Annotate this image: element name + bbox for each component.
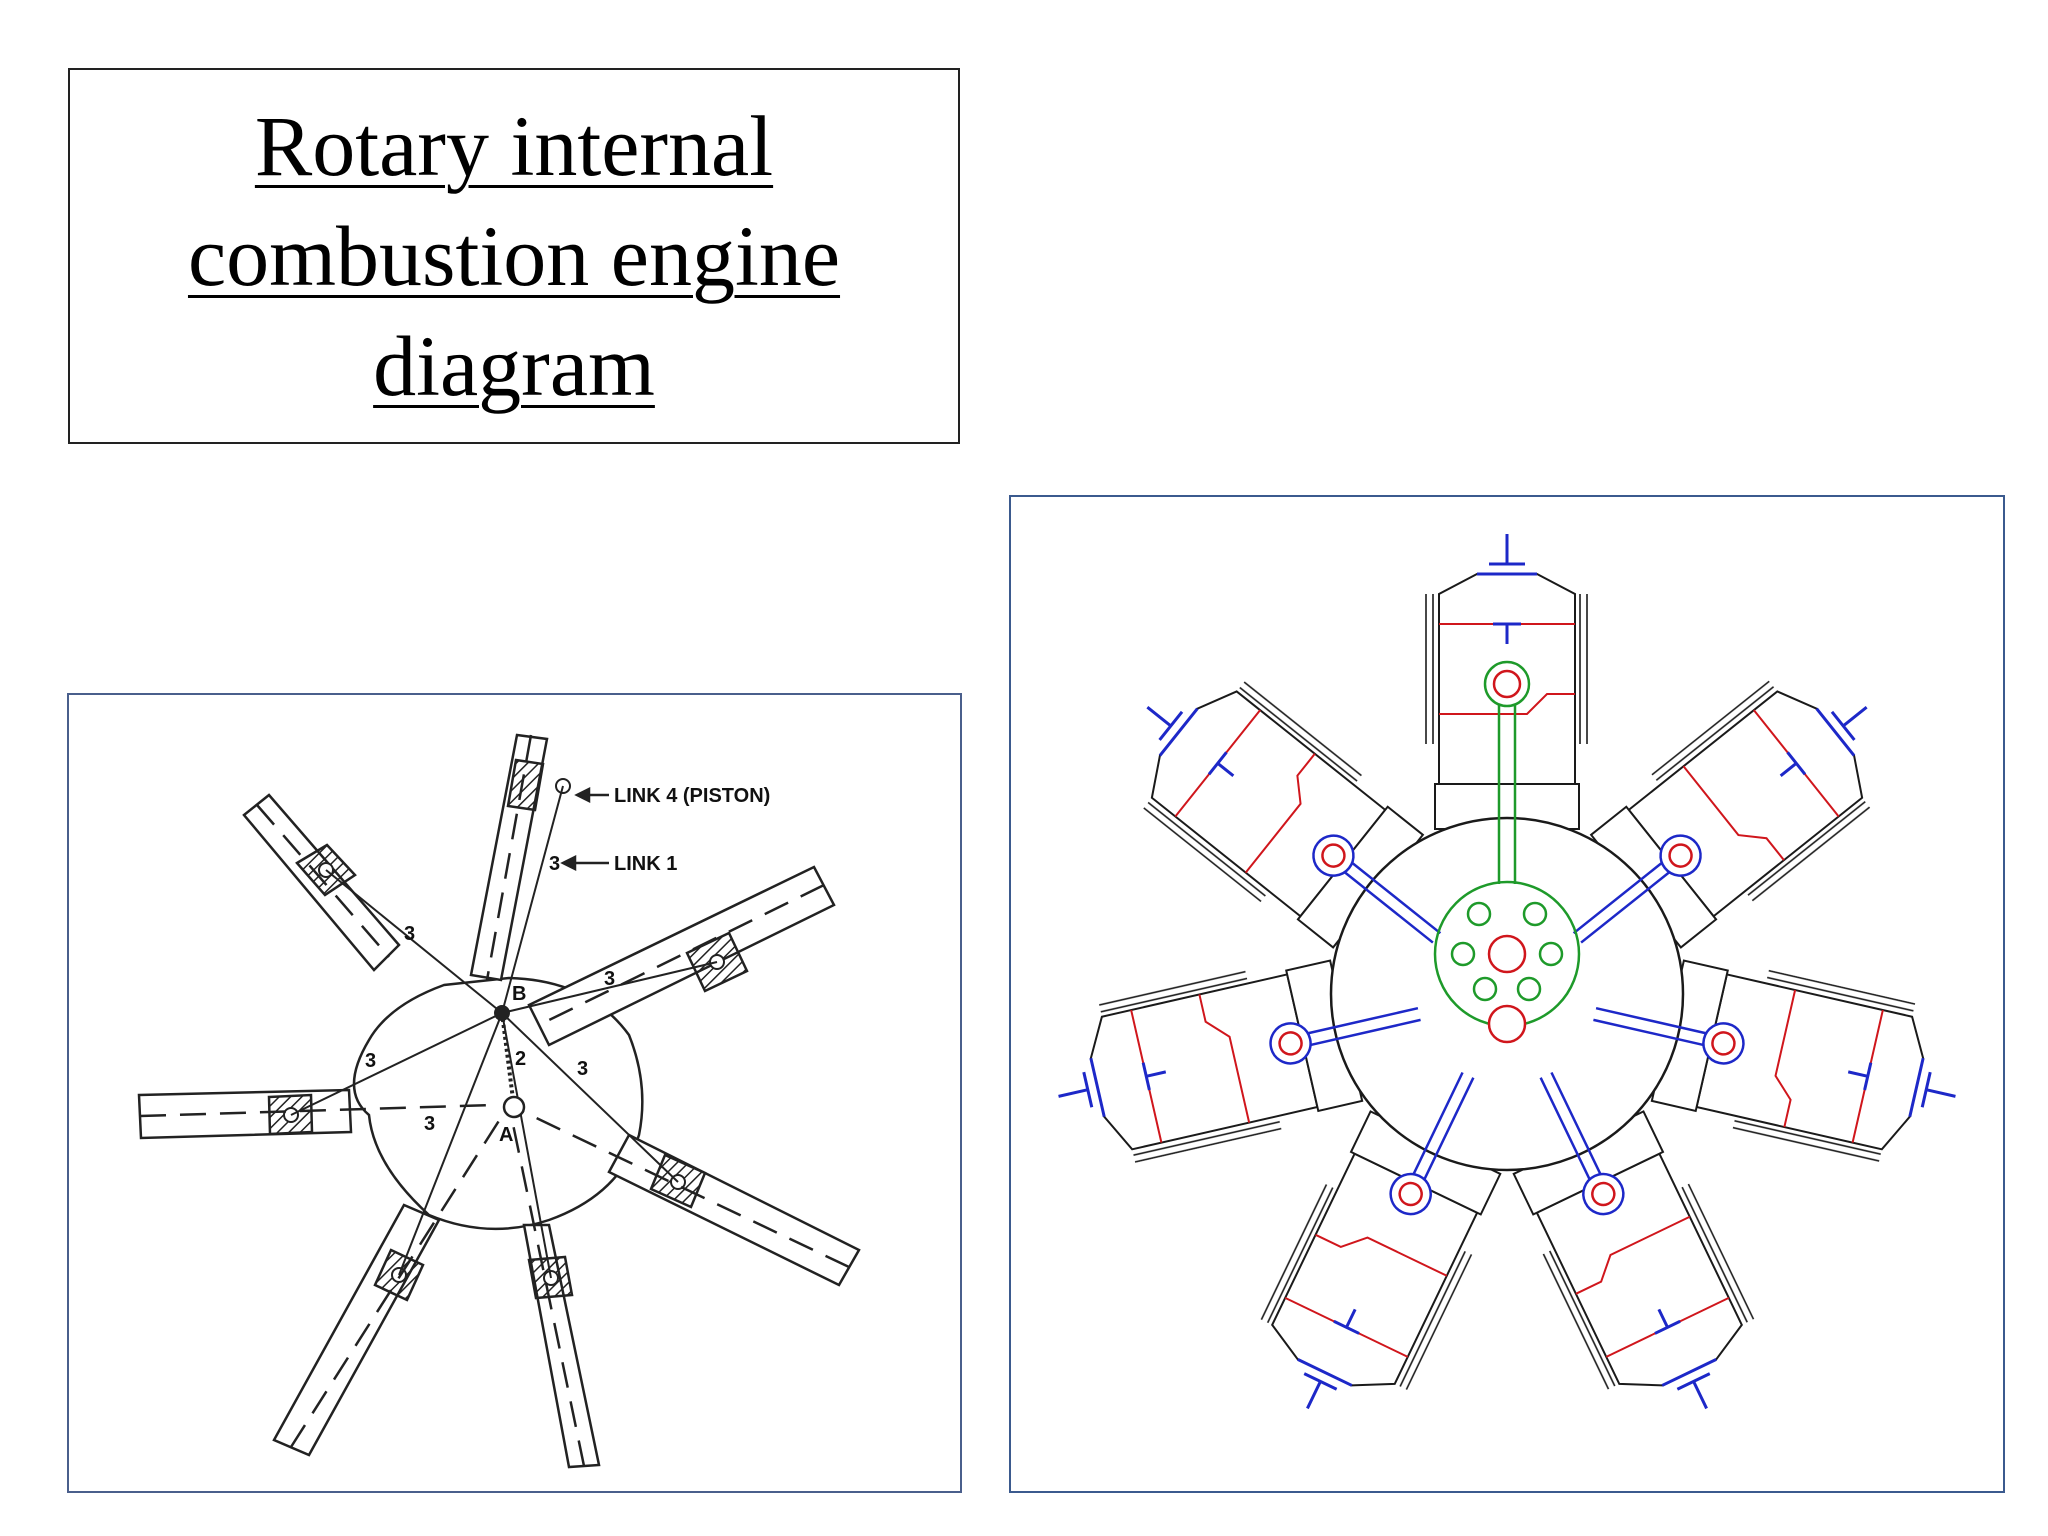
label-link3-c: 3: [604, 968, 615, 990]
label-link3-d: 3: [365, 1050, 376, 1072]
label-link3-b: 3: [404, 923, 415, 945]
connecting-rod: [1269, 1006, 1421, 1065]
title-line-2: combustion engine: [187, 208, 841, 304]
kinematic-diagram-panel: LINK 4 (PISTON) LINK 1 B A 2 3 3 3 3 3 3: [67, 693, 962, 1493]
title-box: Rotary internal combustion engine diagra…: [68, 68, 960, 444]
kinematic-diagram: LINK 4 (PISTON) LINK 1 B A 2 3 3 3 3 3 3: [137, 733, 861, 1469]
engine-cylinder: [1038, 949, 1366, 1178]
title-line-3: diagram: [373, 318, 655, 414]
connecting-rod: [1389, 1071, 1475, 1216]
radial-engine-diagram: [1038, 532, 1976, 1446]
label-point-a: A: [499, 1124, 513, 1146]
connecting-rod: [1593, 1006, 1745, 1065]
label-point-b: B: [512, 983, 526, 1005]
connecting-rod: [1572, 834, 1702, 944]
label-link3-f: 3: [424, 1113, 435, 1135]
engine-cylinder: [1648, 949, 1976, 1178]
label-link1: LINK 1: [614, 853, 677, 875]
connecting-rod: [1539, 1071, 1625, 1216]
label-link2: 2: [515, 1048, 526, 1070]
radial-engine-panel: [1009, 495, 2005, 1493]
page-title: Rotary internal combustion engine diagra…: [188, 91, 840, 421]
title-line-1: Rotary internal: [254, 98, 774, 194]
connecting-rod: [1312, 834, 1442, 944]
label-link4: LINK 4 (PISTON): [614, 785, 770, 807]
label-link3-e: 3: [577, 1058, 588, 1080]
label-link3-a: 3: [549, 853, 560, 875]
